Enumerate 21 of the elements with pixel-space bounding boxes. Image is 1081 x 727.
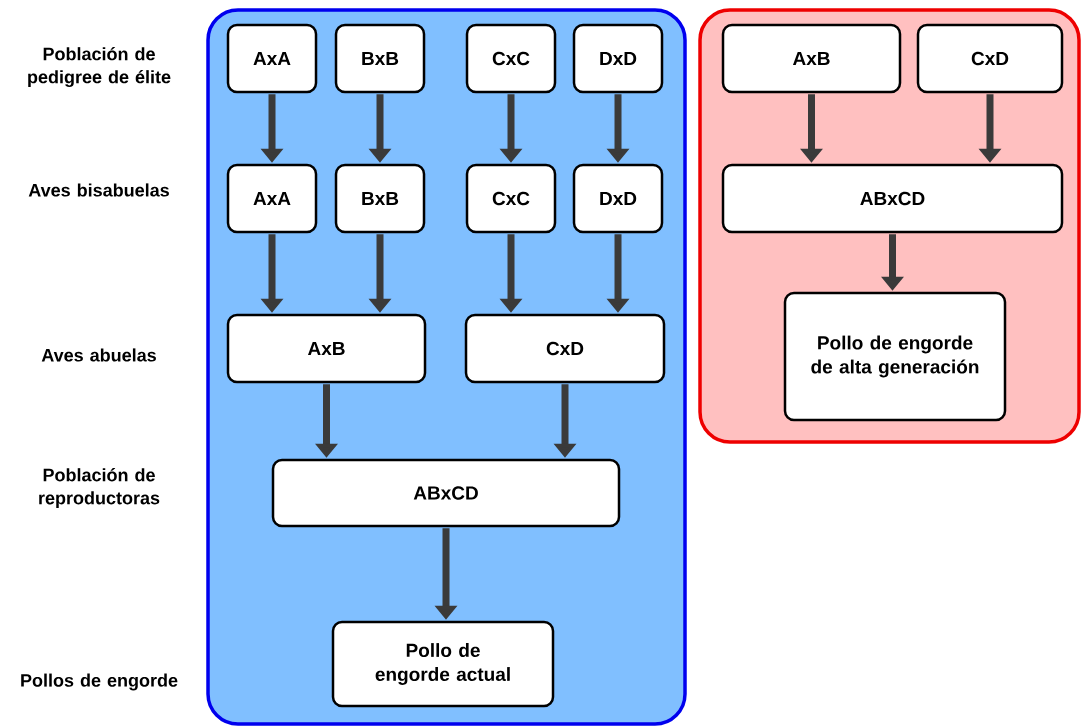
process-box: ABxCD	[721, 163, 1064, 234]
process-box: CxD	[916, 23, 1064, 94]
level-label: Aves bisabuelas	[28, 183, 169, 197]
process-box: CxC	[465, 163, 557, 234]
level-label: Pollos de engorde	[21, 673, 178, 691]
process-box: BxB	[334, 163, 426, 234]
process-box: AxB	[721, 23, 902, 94]
process-box: CxC	[465, 23, 557, 94]
process-box: Pollo de engorde de alta generación	[783, 291, 1007, 422]
process-box: AxA	[226, 23, 318, 94]
process-box: AxA	[226, 163, 318, 234]
level-label: Aves abuelas	[41, 348, 156, 362]
process-box: CxD	[464, 313, 666, 384]
process-box: BxB	[334, 23, 426, 94]
process-box: Pollo de engorde actual	[331, 620, 555, 708]
level-label: Población de pedigree de élite	[28, 47, 171, 87]
level-label: Población de reproductoras	[39, 468, 160, 508]
process-box: DxD	[572, 23, 664, 94]
process-box: DxD	[572, 163, 664, 234]
process-box: AxB	[226, 313, 427, 384]
process-box: ABxCD	[271, 458, 621, 528]
